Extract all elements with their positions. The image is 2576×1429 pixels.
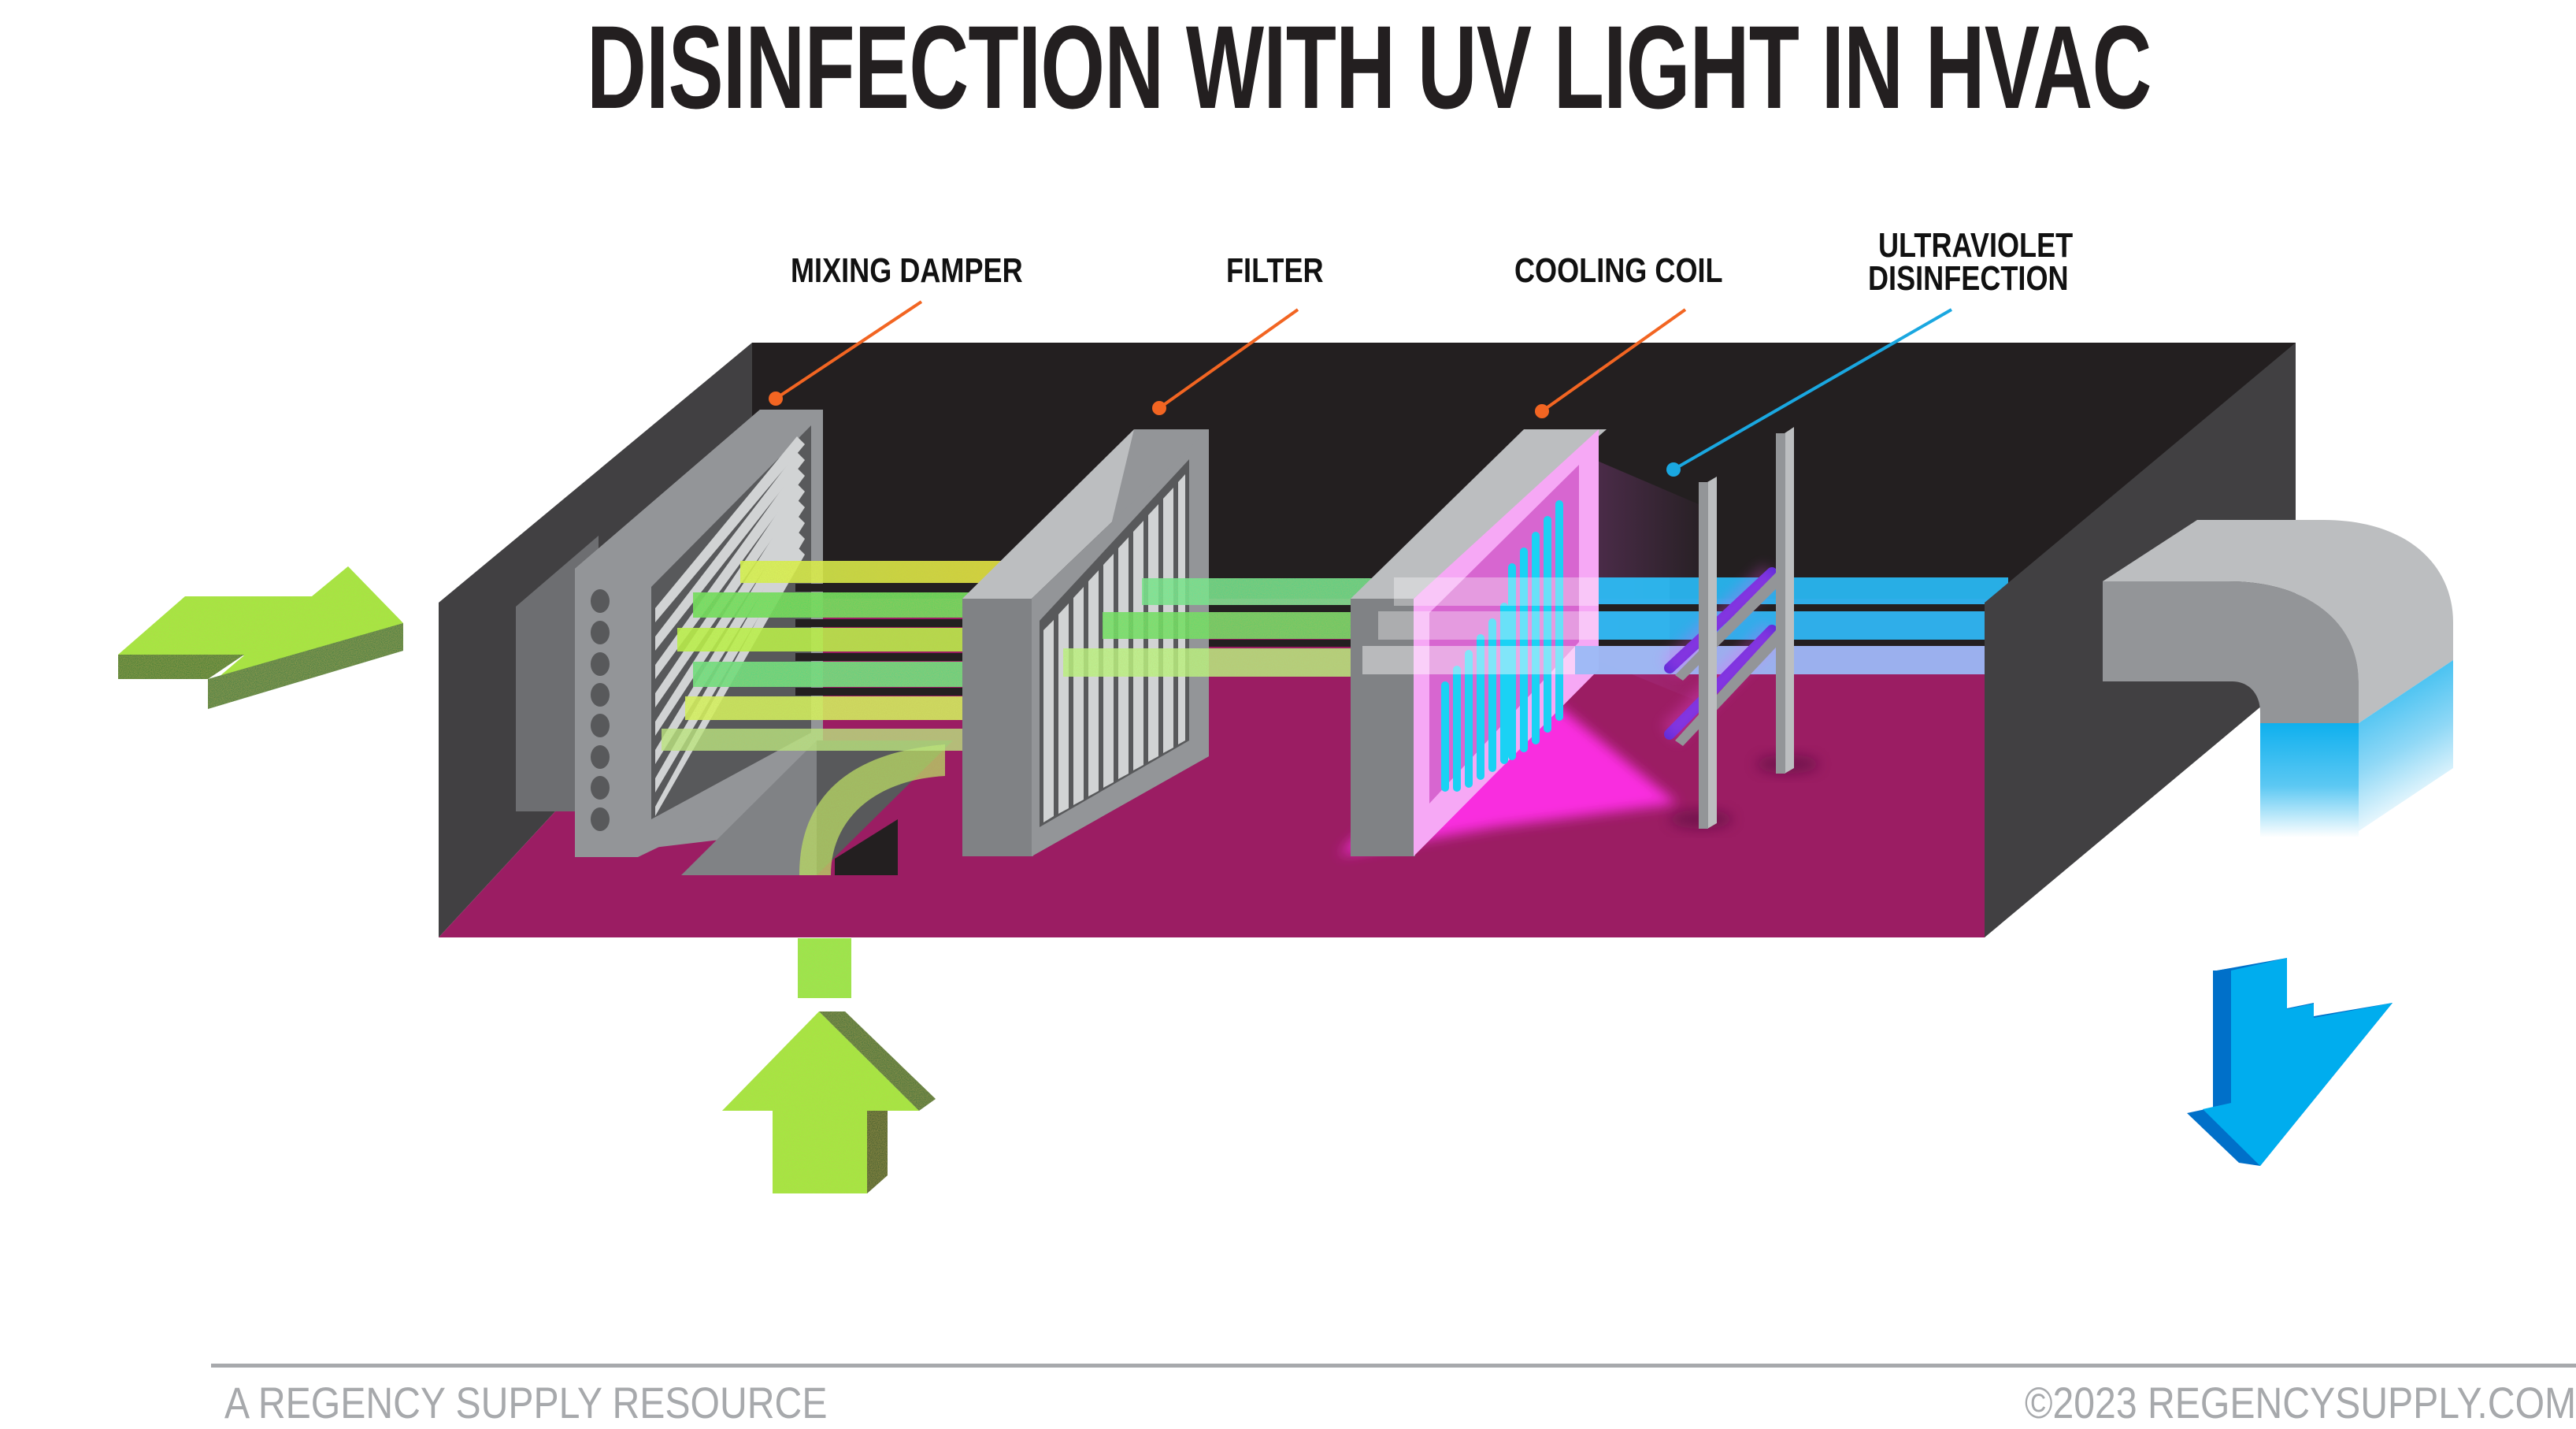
dirty-air-bands [662,561,1008,751]
uv-lamps [1661,308,1952,829]
outdoor-air-arrow-icon [118,566,403,709]
footer-credit: A REGENCY SUPPLY RESOURCE [224,1378,828,1427]
title-container: DISINFECTION WITH UV LIGHT IN HVAC [587,0,2296,134]
cooling-coil [1339,308,1717,856]
uv-disinfection-leader-line [1673,308,1952,471]
label-uv-line2: DISINFECTION [1868,259,2069,298]
footer-copyright: ©2023 REGENCYSUPPLY.COM [2024,1378,2576,1427]
return-air-arrow-icon [722,1011,936,1193]
filter [962,308,1299,856]
dirty-air-dividers [795,584,1000,696]
footer-divider [211,1364,2576,1368]
page-title: DISINFECTION WITH UV LIGHT IN HVAC [587,1,2152,133]
return-air-opening [681,740,953,875]
label-mixing-damper: MIXING DAMPER [791,251,1023,290]
supply-duct-elbow [2103,520,2453,837]
filtered-air-dividers [1209,605,1378,647]
cooling-coil-leader-line [1540,308,1687,413]
filter-leader-line [1158,308,1299,410]
label-uv-line1: ULTRAVIOLET [1878,226,2074,265]
return-air-column [798,938,851,998]
mixing-damper-leader-line [774,300,923,400]
label-filter: FILTER [1226,251,1324,290]
filtered-air-bands [1063,578,1378,677]
label-cooling-coil: COOLING COIL [1514,251,1723,290]
supply-air-arrow-icon [2187,958,2393,1166]
